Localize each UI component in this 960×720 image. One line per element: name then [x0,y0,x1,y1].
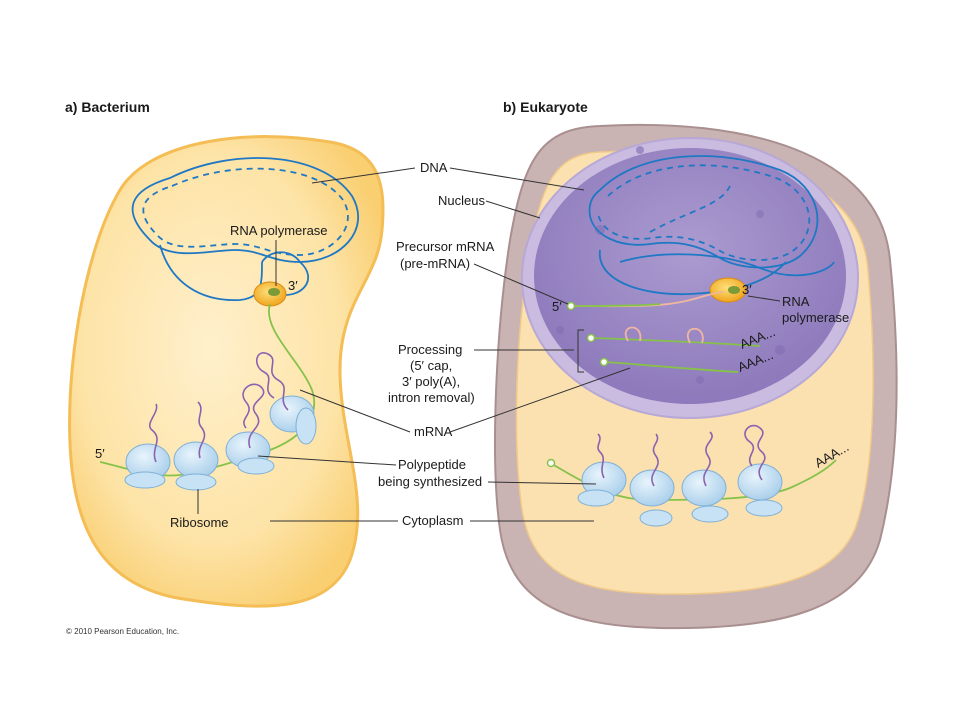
ribosome [173,441,219,491]
processing-label: Processing [398,342,462,357]
ribosome-label: Ribosome [170,515,229,530]
ribosome [681,469,729,523]
bacterium-polypeptides [149,352,289,463]
eukaryote-rna-polymerase [709,277,747,303]
nucleus-label: Nucleus [438,193,485,208]
ribosome [577,461,627,507]
ribosome [269,395,317,445]
five-prime-cap-icon [566,301,576,311]
cytoplasm-label: Cytoplasm [402,513,463,528]
ribosome [737,463,783,517]
rna-polymerase-label-eukaryote: RNA [782,294,810,309]
processing-mrnas [586,326,761,373]
five-prime-label-bacterium: 5′ [95,446,105,461]
processing-polya-label: 3′ poly(A), [402,374,460,389]
processing-intron-label: intron removal) [388,390,475,405]
nucleus [521,137,859,419]
eukaryote-title: b) Eukaryote [503,99,588,115]
dna-label: DNA [420,160,448,175]
ribosome [124,443,171,489]
three-prime-label-bacterium: 3′ [288,278,298,293]
bacterium-title: a) Bacterium [65,99,150,115]
bacterium-cell [68,135,385,608]
processing-bracket [577,329,584,373]
copyright-text: © 2010 Pearson Education, Inc. [66,627,179,636]
three-prime-label-eukaryote: 3′ [742,282,752,297]
being-synthesized-label: being synthesized [378,474,482,489]
bacterium-rna-polymerase [253,281,287,307]
ribosome [225,431,275,475]
leader-lines [257,167,781,522]
polymerase-label-eukaryote: polymerase [782,310,849,325]
pre-mrna-label: (pre-mRNA) [400,256,470,271]
five-prime-cap-icon [546,458,556,468]
processing-cap-label: (5′ cap, [410,358,452,373]
mrna-label: mRNA [414,424,453,439]
bacterium-ribosomes [124,395,317,491]
precursor-mrna-label: Precursor mRNA [396,239,495,254]
pre-mrna-5-cap-segment [571,303,661,307]
polypeptide-label: Polypeptide [398,457,466,472]
five-prime-label-eukaryote: 5′ [552,299,562,314]
eukaryote-polypeptides [597,424,766,487]
eukaryote-ribosomes [577,461,783,527]
rna-polymerase-label-bacterium: RNA polymerase [230,223,328,238]
ribosome [629,469,675,527]
eukaryote-dna [588,155,835,296]
